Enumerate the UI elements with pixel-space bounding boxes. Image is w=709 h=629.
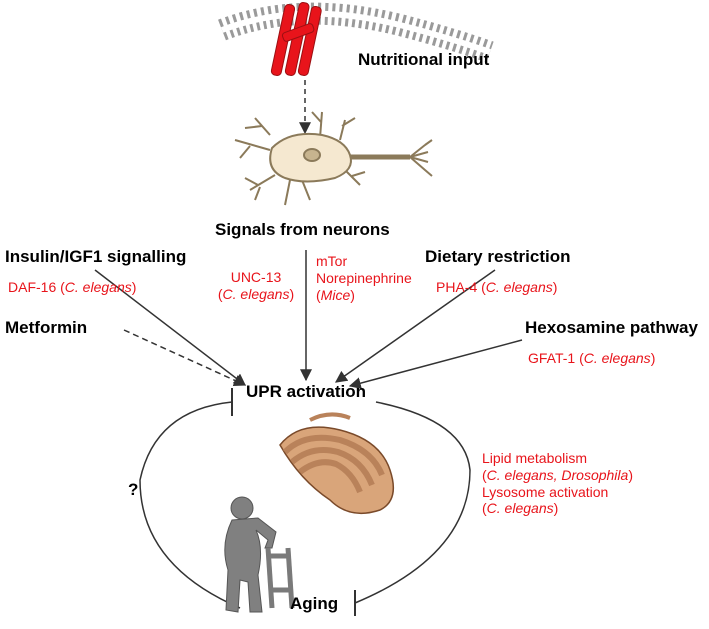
nutritional-input-label: Nutritional input	[358, 50, 490, 69]
daf16-label: DAF-16 (C. elegans)	[8, 279, 136, 296]
lipid-line: Lipid metabolism	[482, 450, 588, 466]
lipid-species: C. elegans, Drosophila	[486, 466, 629, 483]
unc13-suffix: )	[289, 285, 295, 302]
metformin-arrow	[123, 329, 247, 386]
lyso-prefix: (	[482, 500, 487, 517]
unc13-line2: (C. elegans)	[215, 286, 297, 303]
question-mark-label: ?	[128, 480, 139, 499]
mice-species: Mice	[320, 286, 351, 303]
lipid-prefix: (	[482, 466, 487, 483]
endoplasmic-reticulum-icon	[279, 412, 395, 515]
mtor-label: mTor Norepinephrine (Mice)	[316, 253, 412, 303]
unc13-label: UNC-13 (C. elegans)	[215, 269, 297, 303]
dietary-restriction-label: Dietary restriction	[425, 247, 571, 266]
lipid-metabolism-label: Lipid metabolism (C. elegans, Drosophila…	[482, 450, 633, 517]
norepinephrine-line: Norepinephrine	[316, 269, 412, 286]
mice-suffix: )	[350, 286, 355, 303]
hexosamine-arrow	[348, 339, 523, 390]
upr-activation-label: UPR activation	[246, 382, 366, 401]
insulin-arrow	[94, 269, 246, 386]
neuron-icon	[234, 111, 433, 206]
mice-line: (Mice)	[316, 287, 412, 304]
gfat1-label: GFAT-1 (C. elegans)	[528, 350, 655, 367]
elderly-person-walker-icon	[224, 496, 295, 613]
gfat1-suffix: )	[650, 350, 656, 366]
cell-membrane-receptor-icon	[218, 2, 494, 77]
aging-label: Aging	[290, 594, 339, 613]
gfat1-prefix: GFAT-1 (	[528, 350, 584, 366]
metformin-label: Metformin	[5, 318, 88, 337]
lipid-suffix: )	[628, 466, 633, 483]
daf16-species: C. elegans	[64, 279, 132, 295]
pha4-suffix: )	[552, 279, 558, 295]
unc13-species: C. elegans	[222, 285, 290, 302]
daf16-prefix: DAF-16 (	[8, 279, 65, 295]
pha4-prefix: PHA-4 (	[436, 279, 486, 295]
pha4-label: PHA-4 (C. elegans)	[436, 279, 557, 296]
dietary-arrow	[335, 269, 496, 383]
signals-from-neurons-label: Signals from neurons	[215, 220, 390, 239]
gfat1-species: C. elegans	[583, 350, 651, 366]
hexosamine-pathway-label: Hexosamine pathway	[525, 318, 698, 337]
lysosome-species-line: (C. elegans)	[482, 500, 633, 517]
mtor-line: mTor	[316, 253, 348, 269]
pha4-species: C. elegans	[485, 279, 553, 295]
unc13-line1: UNC-13	[230, 269, 282, 285]
feedback-loop	[139, 388, 471, 616]
insulin-igf1-label: Insulin/IGF1 signalling	[5, 247, 187, 266]
lyso-species: C. elegans	[486, 500, 554, 517]
lyso-suffix: )	[553, 500, 559, 517]
unc13-prefix: (	[217, 285, 223, 302]
lysosome-line: Lysosome activation	[482, 483, 609, 500]
daf16-suffix: )	[131, 279, 137, 295]
mice-prefix: (	[316, 286, 321, 303]
lipid-species-line: (C. elegans, Drosophila)	[482, 467, 633, 484]
